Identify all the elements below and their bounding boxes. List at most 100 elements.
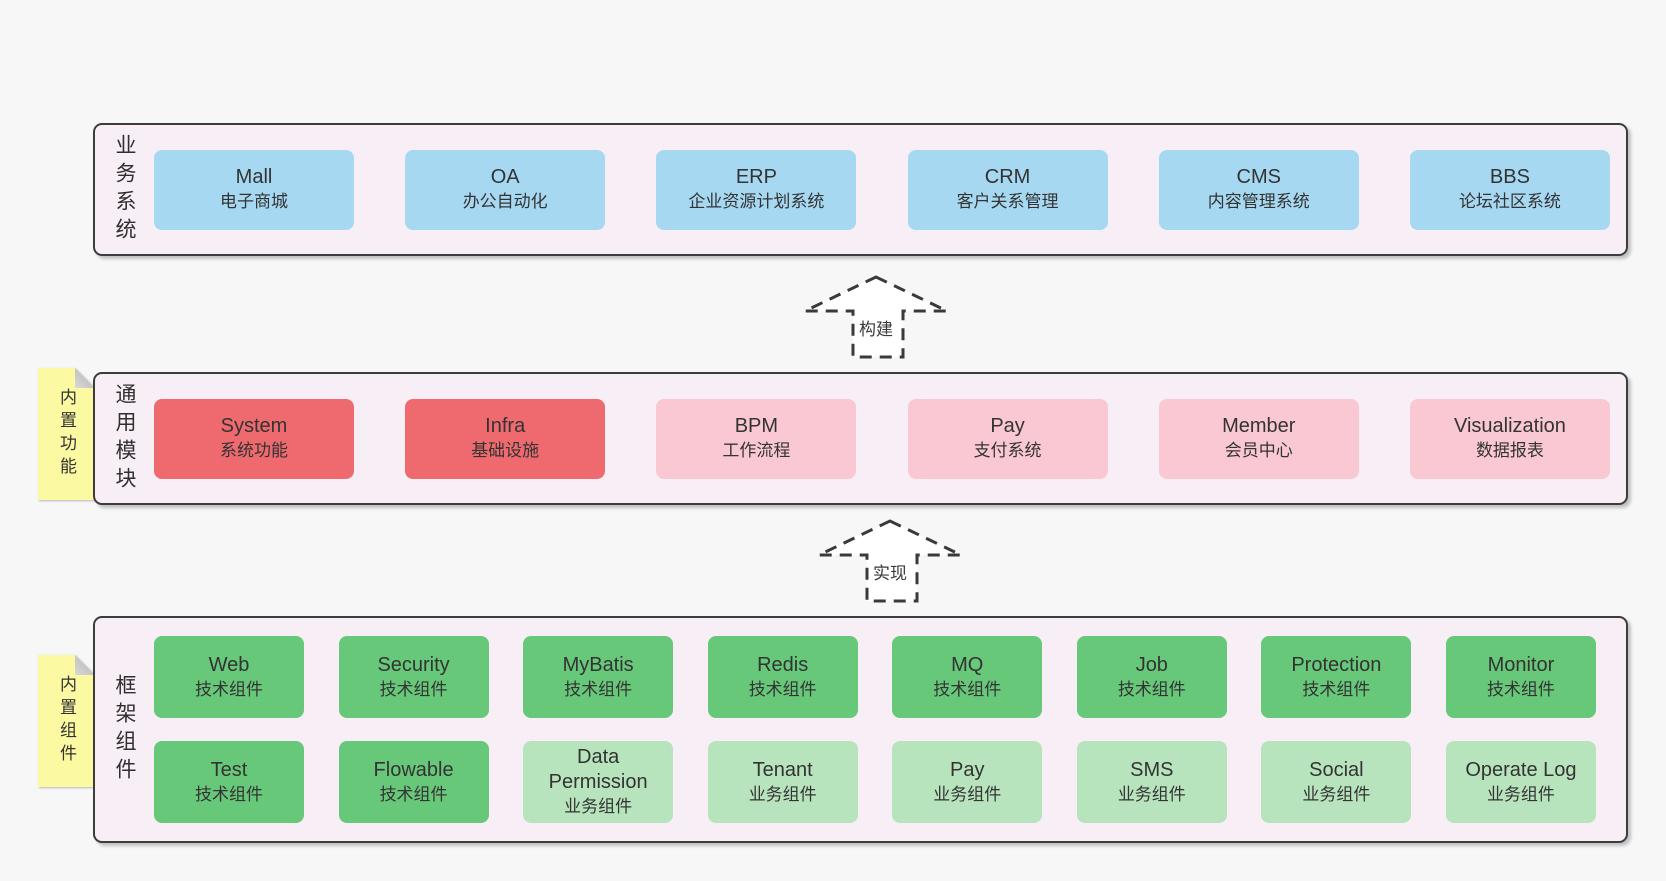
box-title: Pay	[990, 415, 1025, 437]
box-title: ERP	[735, 166, 777, 188]
box-title: Job	[1135, 653, 1168, 676]
box-mq: MQ 技术组件	[892, 636, 1043, 718]
box-bbs: BBS 论坛社区系统	[1409, 149, 1610, 230]
arrow-build: 构建	[801, 273, 951, 361]
box-subtitle: 基础设施	[471, 441, 540, 460]
box-visualization: Visualization 数据报表	[1409, 398, 1610, 479]
box-title: MyBatis	[562, 653, 634, 676]
box-title: Redis	[757, 653, 809, 676]
panel-framework-label-col: 框架组件	[95, 618, 154, 841]
panel-business-label-col: 业务系统	[95, 125, 154, 254]
box-subtitle: 系统功能	[220, 441, 288, 460]
box-title: Security	[377, 653, 450, 676]
box-subtitle: 电子商城	[220, 192, 288, 211]
framework-row-2: Test 技术组件 Flowable 技术组件 Data Permission …	[154, 741, 1596, 823]
box-subtitle: 工作流程	[722, 441, 791, 460]
box-bpm: BPM 工作流程	[656, 398, 857, 479]
box-subtitle: 内容管理系统	[1207, 192, 1310, 211]
box-monitor: Monitor 技术组件	[1445, 636, 1596, 718]
box-title: BBS	[1489, 166, 1530, 188]
box-subtitle: 技术组件	[1486, 679, 1555, 699]
box-title: Member	[1222, 415, 1296, 437]
box-infra: Infra 基础设施	[405, 398, 606, 479]
box-subtitle: 技术组件	[195, 679, 263, 699]
box-mybatis: MyBatis 技术组件	[523, 636, 674, 718]
box-flowable: Flowable 技术组件	[338, 741, 489, 823]
box-subtitle: 技术组件	[564, 679, 633, 699]
box-title: Social	[1309, 758, 1364, 781]
business-box-row: Mall 电子商城 OA 办公自动化 ERP 企业资源计划系统 CRM 客户关系…	[154, 125, 1610, 254]
box-subtitle: 业务组件	[1302, 784, 1371, 804]
arrow-implement: 实现	[815, 517, 965, 605]
box-subtitle: 技术组件	[1302, 679, 1371, 699]
box-oa: OA 办公自动化	[405, 149, 606, 230]
note-built-in-components: 内置组件	[38, 655, 95, 787]
box-title: CRM	[984, 166, 1031, 188]
box-security: Security 技术组件	[338, 636, 489, 718]
modules-box-row: System 系统功能 Infra 基础设施 BPM 工作流程 Pay 支付系统…	[154, 374, 1610, 503]
box-title: Test	[210, 758, 248, 781]
note-built-in-features: 内置功能	[38, 368, 95, 500]
panel-title: 框架组件	[113, 673, 136, 786]
panel-business-systems: 业务系统 Mall 电子商城 OA 办公自动化 ERP 企业资源计划系统 CRM…	[93, 123, 1628, 256]
box-test: Test 技术组件	[154, 741, 304, 823]
note-label: 内置功能	[57, 388, 76, 480]
box-cms: CMS 内容管理系统	[1158, 149, 1359, 230]
box-protection: Protection 技术组件	[1261, 636, 1412, 718]
box-subtitle: 技术组件	[379, 679, 448, 699]
box-job: Job 技术组件	[1076, 636, 1227, 718]
box-erp: ERP 企业资源计划系统	[656, 149, 857, 230]
box-social: Social 业务组件	[1261, 741, 1412, 823]
box-subtitle: 技术组件	[933, 679, 1002, 699]
note-label: 内置组件	[57, 675, 76, 767]
box-subtitle: 业务组件	[748, 784, 817, 804]
box-tenant: Tenant 业务组件	[707, 741, 858, 823]
box-operate-log: Operate Log 业务组件	[1445, 741, 1596, 823]
box-member: Member 会员中心	[1158, 398, 1359, 479]
box-subtitle: 企业资源计划系统	[688, 192, 825, 211]
box-sms: SMS 业务组件	[1076, 741, 1227, 823]
box-title: Data Permission	[548, 746, 648, 793]
arrow-build-label: 构建	[858, 315, 894, 340]
box-subtitle: 论坛社区系统	[1458, 192, 1561, 211]
framework-box-rows: Web 技术组件 Security 技术组件 MyBatis 技术组件 Redi…	[154, 618, 1596, 841]
box-title: Protection	[1291, 653, 1382, 676]
box-subtitle: 办公自动化	[462, 192, 548, 211]
box-title: Visualization	[1453, 415, 1566, 437]
box-mall: Mall 电子商城	[154, 149, 354, 230]
box-title: Flowable	[373, 758, 454, 781]
box-subtitle: 业务组件	[564, 797, 633, 816]
box-system: System 系统功能	[154, 398, 354, 479]
box-title: Infra	[485, 415, 526, 437]
box-title: Monitor	[1487, 653, 1555, 676]
box-redis: Redis 技术组件	[707, 636, 858, 718]
box-subtitle: 支付系统	[973, 441, 1042, 460]
box-subtitle: 业务组件	[1486, 784, 1555, 804]
box-pay-system: Pay 支付系统	[907, 398, 1108, 479]
panel-modules-label-col: 通用模块	[95, 374, 154, 503]
folded-corner	[75, 655, 95, 675]
box-title: Operate Log	[1465, 758, 1577, 781]
box-title: CMS	[1236, 166, 1281, 188]
box-title: Pay	[950, 758, 985, 781]
box-subtitle: 技术组件	[379, 784, 448, 804]
box-subtitle: 技术组件	[195, 784, 263, 804]
box-title: Web	[208, 653, 250, 676]
panel-title: 通用模块	[113, 382, 136, 495]
box-subtitle: 业务组件	[933, 784, 1002, 804]
box-subtitle: 客户关系管理	[956, 192, 1059, 211]
box-subtitle: 技术组件	[748, 679, 817, 699]
box-pay-component: Pay 业务组件	[892, 741, 1043, 823]
box-title: Mall	[235, 166, 273, 188]
panel-common-modules: 通用模块 System 系统功能 Infra 基础设施 BPM 工作流程 Pay…	[93, 372, 1628, 505]
box-web: Web 技术组件	[154, 636, 304, 718]
box-subtitle: 业务组件	[1117, 784, 1186, 804]
box-title: Tenant	[752, 758, 813, 781]
box-data-permission: Data Permission 业务组件	[523, 741, 674, 823]
panel-title: 业务系统	[113, 133, 136, 246]
box-subtitle: 会员中心	[1224, 441, 1293, 460]
arrow-implement-label: 实现	[872, 559, 908, 584]
box-title: OA	[490, 166, 520, 188]
box-subtitle: 数据报表	[1475, 441, 1544, 460]
panel-framework-components: 框架组件 Web 技术组件 Security 技术组件 MyBatis 技术组件…	[93, 616, 1628, 843]
